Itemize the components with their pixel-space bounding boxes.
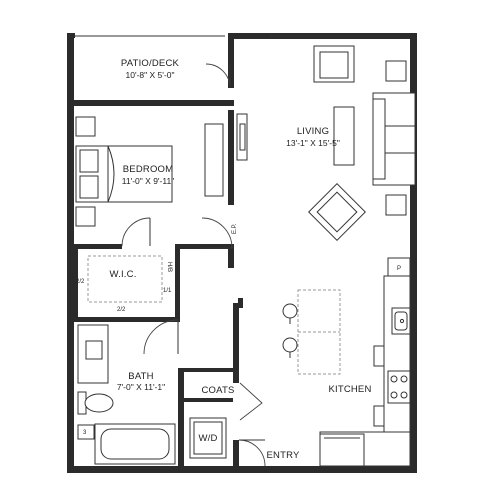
- patio-dims: 10'-8" X 5'-0": [126, 70, 175, 80]
- toilet: [77, 391, 114, 415]
- patio-name: PATIO/DECK: [121, 58, 180, 69]
- entry-area: ENTRY: [266, 450, 299, 461]
- lower-cabinet: [373, 405, 385, 427]
- coffee-table: [333, 106, 355, 166]
- range: [387, 370, 411, 404]
- bath-name: BATH: [128, 371, 153, 382]
- side-table-bottom: [385, 194, 407, 216]
- hb-tag: H/B: [166, 262, 172, 272]
- kitchen-counter: [383, 275, 411, 457]
- bath-linen: [77, 424, 95, 440]
- wic-shelf-outline: [87, 255, 163, 303]
- armchair-angled: [308, 183, 366, 241]
- wic-room: W.I.C. 2/2 2/2 1/1 H/B: [76, 255, 172, 313]
- bedroom-dims: 11'-0" X 9'-11": [122, 176, 174, 186]
- bedroom-name: BEDROOM: [123, 164, 174, 175]
- wic-shelf-right: 1/1: [163, 288, 172, 294]
- living-dims: 13'-1" X 15'-5": [286, 138, 340, 148]
- armchair-top: [313, 45, 355, 83]
- living-room: LIVING 13'-1" X 15'-5": [236, 45, 416, 241]
- kitchen-area: P KITCHEN: [282, 257, 411, 467]
- wd-name: W/D: [198, 433, 217, 444]
- dishwasher: [373, 345, 385, 367]
- pantry: [387, 257, 411, 277]
- refrigerator: [319, 433, 365, 467]
- stool-bottom: [282, 337, 298, 358]
- bath-room: 3 BATH 7'-0" X 11'-1": [77, 324, 176, 465]
- entry-name: ENTRY: [266, 450, 299, 461]
- dresser: [204, 123, 224, 197]
- bedroom-room: BEDROOM 11'-0" X 9'-11" E.P.: [75, 116, 238, 234]
- tv-console: [236, 113, 248, 161]
- doors: [121, 63, 266, 467]
- bath-sink: [85, 340, 103, 360]
- wic-name: W.I.C.: [109, 269, 136, 280]
- nightstand-top: [75, 116, 96, 137]
- bathtub: [94, 423, 176, 465]
- bath-3-tag: 3: [83, 430, 87, 436]
- walls: [67, 33, 417, 473]
- side-table-top: [385, 60, 407, 82]
- bed: [75, 145, 173, 203]
- wic-shelf-left: 2/2: [76, 279, 85, 285]
- kitchen-sink: [391, 307, 411, 335]
- bath-dims: 7'-0" X 11'-1": [117, 382, 165, 392]
- coats-area: COATS W/D: [189, 385, 234, 459]
- stool-top: [282, 303, 298, 324]
- wic-shelf-bottom: 2/2: [117, 307, 126, 313]
- living-name: LIVING: [297, 126, 329, 137]
- nightstand-bottom: [75, 206, 96, 227]
- patio-room: PATIO/DECK 10'-8" X 5'-0": [121, 58, 180, 80]
- pantry-tag: P: [397, 266, 401, 272]
- coats-name: COATS: [201, 385, 234, 396]
- ep-tag: E.P.: [232, 223, 238, 234]
- sofa: [372, 92, 416, 186]
- kitchen-name: KITCHEN: [328, 384, 371, 395]
